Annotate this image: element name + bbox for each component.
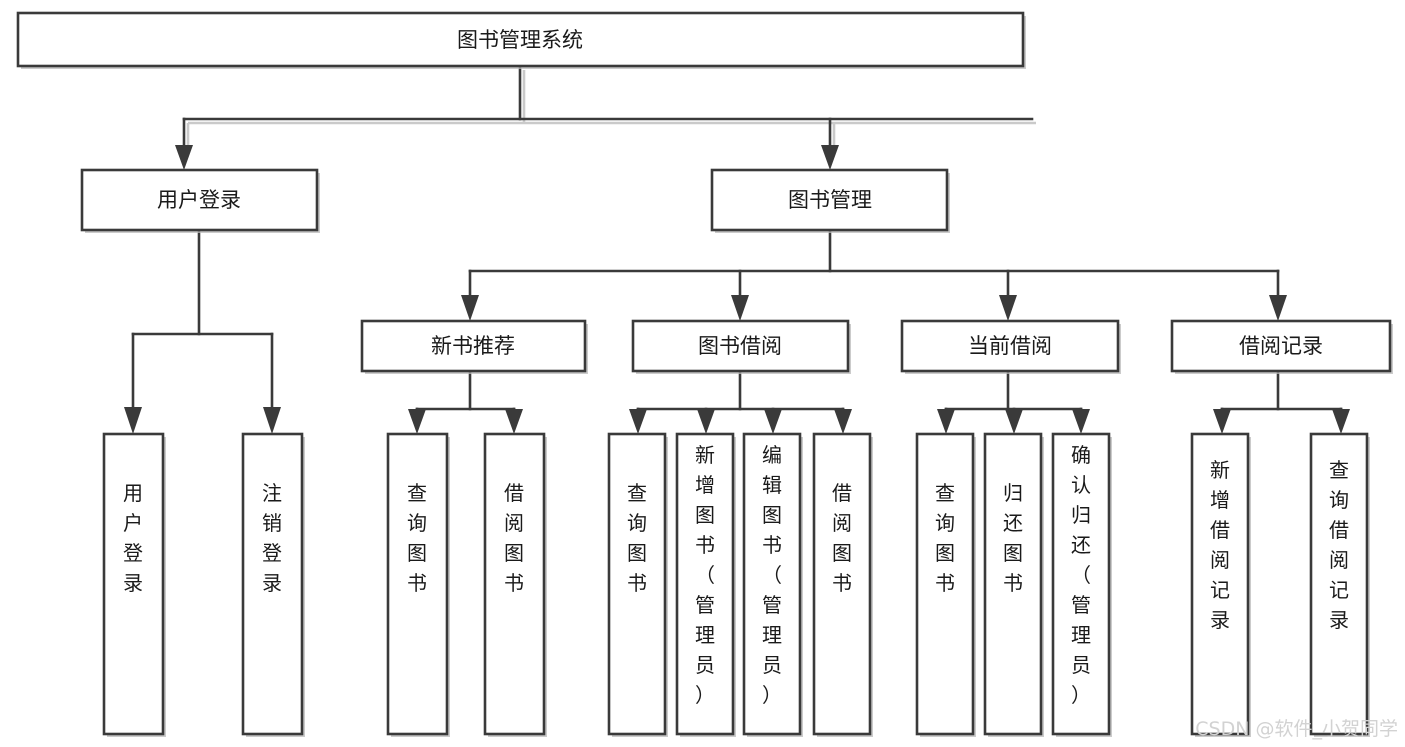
arrow-head-leaf-edit-book (764, 409, 782, 434)
node-leaf-borrow-book-1[interactable]: 借阅图书 (483, 432, 547, 737)
arrow-head-new-book-recommend (461, 295, 479, 321)
leaf-layer: 用户登录 注销登录 查询图书 借阅图书 查询图书 (102, 432, 1370, 737)
arrow-head-leaf-query-record (1332, 409, 1350, 434)
node-leaf-logout[interactable]: 注销登录 (241, 432, 305, 737)
arrow-head-leaf-query-book-3 (937, 409, 955, 434)
arrow-head-leaf-user-login (124, 407, 142, 434)
node-book-manage-label: 图书管理 (788, 188, 872, 212)
arrow-head-current-borrow (999, 295, 1017, 321)
connector-layer (124, 64, 1350, 434)
arrow-head-leaf-logout (263, 407, 281, 434)
node-user-login[interactable]: 用户登录 (80, 168, 320, 233)
node-book-borrow-label: 图书借阅 (698, 334, 782, 358)
arrow-head-leaf-confirm-return (1072, 409, 1090, 434)
connector-borrow-record-to-leaves (1213, 370, 1350, 434)
node-leaf-confirm-return-label: 确认归还（管理员） (1071, 443, 1091, 707)
node-leaf-logout-label: 注销登录 (262, 481, 282, 595)
node-leaf-borrow-book-2[interactable]: 借阅图书 (812, 432, 873, 737)
arrow-head-book-borrow (731, 295, 749, 321)
node-leaf-query-book-3[interactable]: 查询图书 (915, 432, 976, 737)
node-leaf-query-book-1[interactable]: 查询图书 (386, 432, 450, 737)
arrow-head-leaf-add-record (1213, 409, 1231, 434)
node-leaf-return-book-label: 归还图书 (1003, 481, 1023, 595)
node-current-borrow-label: 当前借阅 (968, 334, 1052, 358)
node-leaf-add-book[interactable]: 新增图书（管理员） (675, 432, 736, 737)
node-borrow-record[interactable]: 借阅记录 (1170, 319, 1393, 374)
arrow-head-leaf-return-book (1005, 409, 1023, 434)
arrow-head-book-manage (821, 145, 839, 170)
node-current-borrow[interactable]: 当前借阅 (900, 319, 1121, 374)
node-root[interactable]: 图书管理系统 (16, 11, 1026, 69)
node-borrow-record-label: 借阅记录 (1239, 334, 1323, 358)
arrow-head-leaf-query-book-1 (408, 409, 426, 434)
node-leaf-edit-book-label: 编辑图书（管理员） (762, 443, 782, 707)
node-leaf-user-login-label: 用户登录 (123, 481, 143, 595)
node-leaf-query-book-1-label: 查询图书 (407, 481, 427, 595)
node-book-manage[interactable]: 图书管理 (710, 168, 950, 233)
arrow-head-user-login (175, 145, 193, 170)
node-leaf-borrow-book-2-label: 借阅图书 (832, 481, 852, 595)
arrow-head-leaf-query-book-2 (629, 409, 647, 434)
arrow-head-leaf-add-book (697, 409, 715, 434)
node-new-book-recommend-label: 新书推荐 (431, 334, 515, 358)
node-leaf-return-book[interactable]: 归还图书 (983, 432, 1044, 737)
node-leaf-query-book-3-label: 查询图书 (935, 481, 955, 595)
connector-user-login-to-leaves (124, 230, 281, 434)
connector-current-borrow-to-leaves (937, 370, 1090, 434)
node-leaf-query-book-2-label: 查询图书 (627, 481, 647, 595)
node-leaf-user-login[interactable]: 用户登录 (102, 432, 166, 737)
node-book-borrow[interactable]: 图书借阅 (631, 319, 851, 374)
arrow-head-leaf-borrow-book-2 (834, 409, 852, 434)
node-leaf-borrow-book-1-label: 借阅图书 (504, 481, 524, 595)
arrow-head-borrow-record (1269, 295, 1287, 321)
connector-new-book-recommend-to-leaves (408, 370, 523, 434)
csdn-watermark: CSDN @软件_小贺同学 (1195, 718, 1398, 740)
node-leaf-query-record[interactable]: 查询借阅记录 (1309, 432, 1370, 737)
connector-book-borrow-to-leaves (629, 370, 852, 434)
node-leaf-add-book-label: 新增图书（管理员） (695, 443, 715, 707)
connector-root-to-level2 (175, 64, 1036, 170)
node-leaf-edit-book[interactable]: 编辑图书（管理员） (742, 432, 803, 737)
node-root-label: 图书管理系统 (457, 28, 583, 52)
node-leaf-add-record-label: 新增借阅记录 (1210, 458, 1230, 632)
node-leaf-confirm-return[interactable]: 确认归还（管理员） (1051, 432, 1112, 737)
node-leaf-query-book-2[interactable]: 查询图书 (607, 432, 668, 737)
node-new-book-recommend[interactable]: 新书推荐 (360, 319, 588, 374)
arrow-head-leaf-borrow-book-1 (505, 409, 523, 434)
node-leaf-add-record[interactable]: 新增借阅记录 (1190, 432, 1251, 737)
node-user-login-label: 用户登录 (157, 188, 241, 212)
node-leaf-query-record-label: 查询借阅记录 (1329, 458, 1349, 632)
connector-book-manage-to-level3 (461, 230, 1287, 321)
